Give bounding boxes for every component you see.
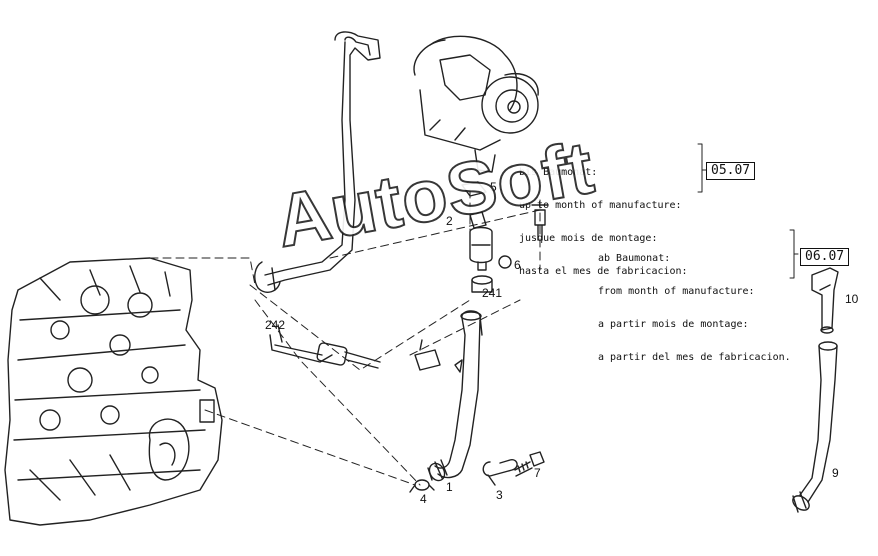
note-up-to-month: bis Baumonat: up to month of manufacture… (519, 145, 688, 299)
oil-feed-pipe-drawing (254, 31, 381, 293)
callout-9: 9 (832, 466, 839, 480)
connector-stack-drawing (469, 204, 549, 293)
callout-7: 7 (534, 466, 541, 480)
note-line: ab Baumonat: (598, 253, 671, 264)
bracket-drawing (414, 339, 441, 371)
callout-6: 6 (514, 258, 521, 272)
gasket-drawing (461, 181, 487, 197)
hose-clamp-drawing (409, 479, 435, 493)
bolt-drawing (514, 451, 545, 477)
note-line: from month of manufacture: (598, 286, 755, 297)
note-line: a partir del mes de fabricacion. (598, 352, 791, 363)
oil-return-pipe-drawing (427, 310, 483, 482)
date-box-from: 06.07 (800, 248, 850, 266)
breather-hose-drawing (269, 324, 381, 369)
callout-10: 10 (845, 292, 859, 306)
callout-242: 242 (265, 318, 286, 332)
callout-241: 241 (482, 286, 503, 300)
short-pipe-drawing (811, 267, 839, 334)
callout-5: 5 (490, 180, 497, 194)
clip-drawing (482, 459, 518, 486)
callout-3: 3 (496, 488, 503, 502)
callout-1: 1 (446, 480, 453, 494)
turbocharger-drawing (413, 35, 539, 173)
engine-block-drawing (4, 257, 223, 526)
note-line: up to month of manufacture: (519, 200, 682, 211)
note-line: hasta el mes de fabricacion: (519, 266, 688, 277)
note-line: bis Baumonat: (519, 167, 598, 178)
note-line: a partir mois de montage: (598, 319, 749, 330)
note-from-month: ab Baumonat: from month of manufacture: … (598, 231, 791, 385)
callout-4: 4 (420, 492, 427, 506)
note-bracket-lower (789, 229, 799, 279)
date-box-up-to: 05.07 (706, 162, 756, 180)
callout-2: 2 (446, 214, 453, 228)
note-bracket-upper (697, 143, 707, 193)
long-pipe-drawing (792, 341, 838, 513)
note-line: jusque mois de montage: (519, 233, 658, 244)
